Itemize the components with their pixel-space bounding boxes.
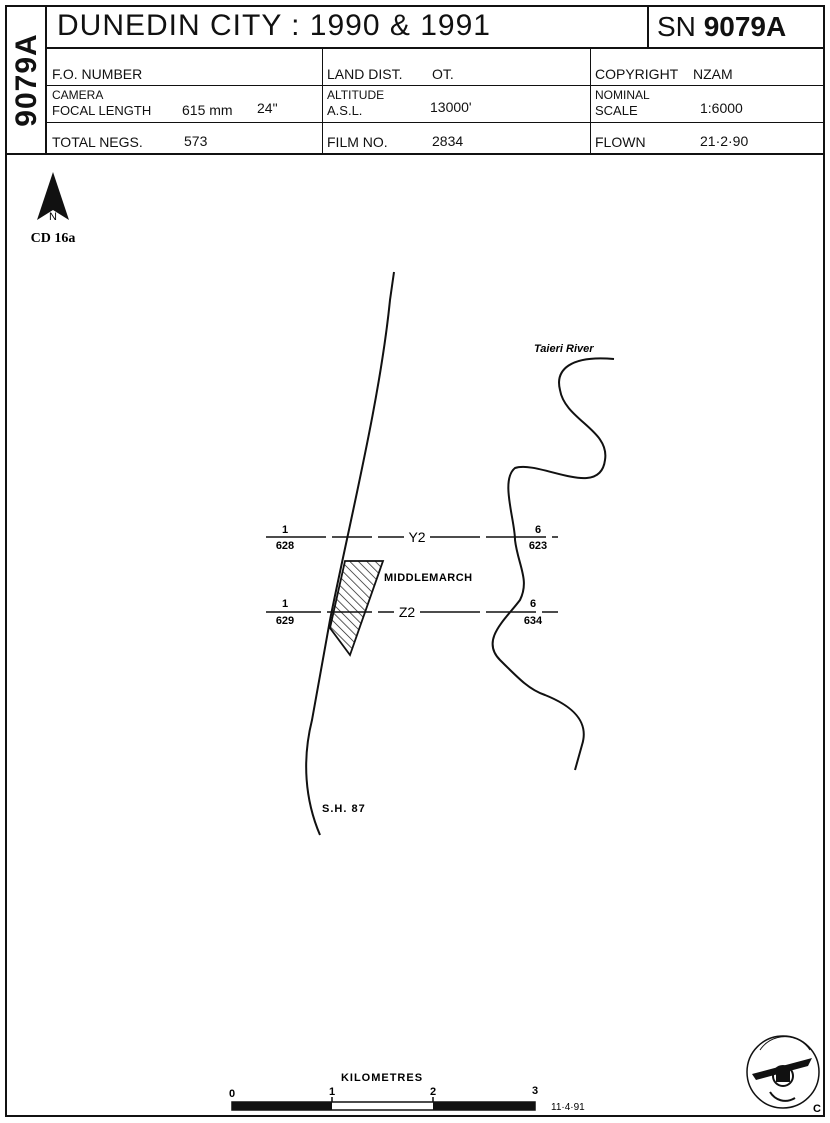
side-code-box: 9079A	[7, 7, 47, 153]
sn-number: 9079A	[703, 11, 787, 42]
fo-number-label: F.O. NUMBER	[52, 66, 143, 82]
sn-prefix: SN	[657, 11, 696, 42]
nominal-label: NOMINAL	[595, 88, 650, 102]
copyright-label: COPYRIGHT	[595, 66, 679, 82]
sn-box: SN 9079A	[647, 7, 823, 47]
asl-label: A.S.L.	[327, 103, 363, 118]
flown-cell: FLOWN 21·2·90	[590, 122, 823, 153]
total-negs-value: 573	[184, 133, 208, 149]
map-frame-divider	[7, 153, 823, 155]
focal-length-label: FOCAL LENGTH	[52, 103, 152, 118]
film-no-value: 2834	[432, 133, 464, 149]
focal-length-in: 24"	[257, 100, 278, 116]
side-code: 9079A	[10, 33, 43, 127]
film-no-label: FILM NO.	[327, 134, 388, 150]
copyright-value: NZAM	[693, 66, 733, 82]
land-dist-value: OT.	[432, 66, 454, 82]
flown-value: 21·2·90	[700, 133, 749, 149]
info-row-3: TOTAL NEGS. 573 FILM NO. 2834 FLOWN 21·2…	[47, 122, 823, 153]
total-negs-label: TOTAL NEGS.	[52, 134, 143, 150]
scale-cell: NOMINAL SCALE 1:6000	[590, 85, 823, 122]
altitude-cell: ALTITUDE A.S.L. 13000'	[322, 85, 591, 122]
camera-cell: CAMERA FOCAL LENGTH 615 mm 24"	[47, 85, 323, 122]
focal-length-mm: 615 mm	[182, 102, 233, 118]
copyright-cell: COPYRIGHT NZAM	[590, 47, 823, 85]
land-dist-cell: LAND DIST. OT.	[322, 47, 591, 85]
fo-number-cell: F.O. NUMBER	[47, 47, 323, 85]
scale-label: SCALE	[595, 103, 638, 118]
land-dist-label: LAND DIST.	[327, 66, 403, 82]
map-sheet: 9079A DUNEDIN CITY : 1990 & 1991 SN 9079…	[5, 5, 825, 1117]
film-no-cell: FILM NO. 2834	[322, 122, 591, 153]
flown-label: FLOWN	[595, 134, 646, 150]
sheet-title: DUNEDIN CITY : 1990 & 1991	[57, 9, 491, 42]
scale-value: 1:6000	[700, 100, 743, 116]
altitude-label: ALTITUDE	[327, 88, 385, 102]
altitude-value: 13000'	[430, 99, 472, 115]
total-negs-cell: TOTAL NEGS. 573	[47, 122, 323, 153]
info-row-1: F.O. NUMBER LAND DIST. OT. COPYRIGHT NZA…	[47, 47, 823, 86]
info-table: F.O. NUMBER LAND DIST. OT. COPYRIGHT NZA…	[47, 47, 823, 153]
info-row-2: CAMERA FOCAL LENGTH 615 mm 24" ALTITUDE …	[47, 85, 823, 123]
title-row: DUNEDIN CITY : 1990 & 1991 SN 9079A	[47, 7, 823, 49]
camera-label: CAMERA	[52, 88, 104, 102]
